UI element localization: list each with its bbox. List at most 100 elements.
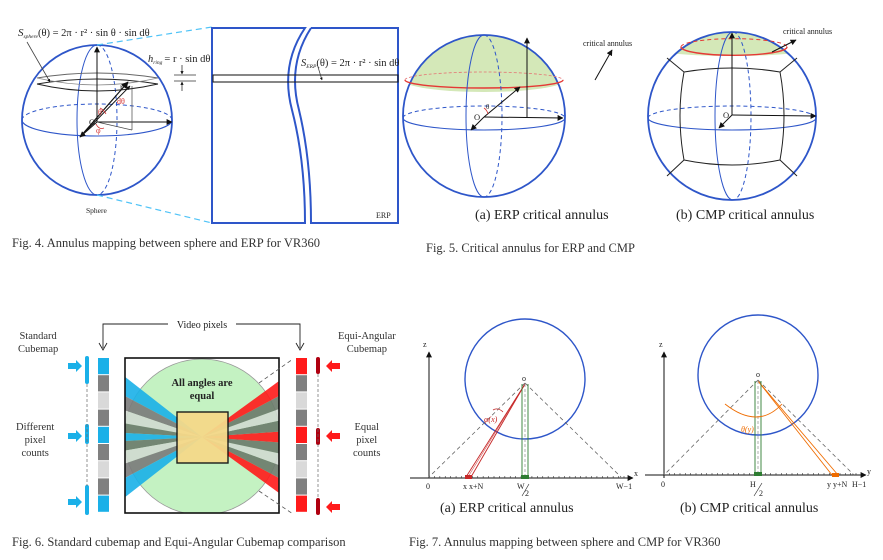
fig5a-origin-label: O bbox=[474, 112, 480, 122]
fig6-standard-pixel-block bbox=[98, 426, 109, 443]
fig7a-subcaption: (a) ERP critical annulus bbox=[440, 501, 574, 516]
fig7a-z-label: z bbox=[423, 340, 427, 349]
fig6-standard-cubemap-label: Standard Cubemap bbox=[18, 330, 58, 356]
label-line: pixel bbox=[356, 435, 378, 446]
fig5b-annulus-label: critical annulus bbox=[783, 27, 832, 36]
fig4-origin-label: O bbox=[89, 117, 95, 127]
fig7b-subcaption: (b) CMP critical annulus bbox=[680, 501, 819, 516]
label-line: counts bbox=[21, 448, 49, 459]
fig6-standard-ray-wedge bbox=[125, 437, 202, 464]
fig6-red-arrow-icon bbox=[326, 360, 340, 372]
fig6-red-arrow-icon bbox=[326, 501, 340, 513]
fig4-dtheta-label: dθ bbox=[117, 97, 125, 106]
fig7b-z-label: z bbox=[659, 340, 663, 349]
label-line: Equi-Angular bbox=[338, 331, 396, 342]
fig7b-diagram bbox=[645, 314, 867, 478]
fig7b-mid-den: 2 bbox=[759, 489, 763, 498]
fig5a-subcaption: (a) ERP critical annulus bbox=[475, 208, 609, 223]
label-line: Equal bbox=[354, 422, 379, 433]
fig6-equiangular-pixel-block bbox=[296, 478, 307, 495]
fig7b-yn-label: y y+N bbox=[827, 480, 848, 489]
label-line: Cubemap bbox=[18, 344, 59, 355]
fig7b-mid-num: H bbox=[750, 480, 756, 489]
fig6-video-pixels-bracket bbox=[98, 318, 305, 351]
fig4-erp-label: ERP bbox=[376, 211, 391, 220]
fig6-blue-arrow-icon bbox=[68, 496, 82, 508]
fig7b-zero-label: 0 bbox=[661, 480, 665, 489]
fig6-standard-pixel-block bbox=[98, 495, 109, 512]
fig6-equiangular-pixel-block bbox=[296, 495, 307, 512]
fig6-equiangular-pixel-block bbox=[296, 392, 307, 409]
fig4-r-label: r bbox=[120, 82, 123, 92]
fig6-standard-ray-wedge bbox=[125, 432, 202, 442]
fig6-equiangular-pixel-block bbox=[296, 409, 307, 426]
fig7a-angle-label: φ(x) bbox=[484, 415, 498, 424]
fig6-blue-arrow-icon bbox=[68, 360, 82, 372]
fig4-erp-formula: SERP(θ) = 2π · r² · sin dθ bbox=[301, 58, 399, 70]
fig5b-sphere bbox=[647, 31, 817, 201]
fig7a-diagram bbox=[410, 318, 634, 481]
fig6-center-diagram bbox=[125, 358, 279, 513]
fig6-standard-pixel-block bbox=[98, 478, 109, 495]
fig7b-origin-label: o bbox=[756, 370, 760, 379]
fig6-standard-pixel-block bbox=[98, 358, 109, 375]
fig6-left-bars bbox=[68, 356, 109, 515]
fig5a-sphere bbox=[402, 34, 613, 198]
fig6-equiangular-pixel-block bbox=[296, 358, 307, 375]
fig6-equiangular-pixel-block bbox=[296, 375, 307, 392]
fig7-caption: Fig. 7. Annulus mapping between sphere a… bbox=[409, 535, 721, 549]
fig6-standard-pixel-block bbox=[98, 392, 109, 409]
fig6-center-text-line1: All angles are bbox=[171, 378, 232, 389]
fig5b-subcaption: (b) CMP critical annulus bbox=[676, 208, 815, 223]
fig6-equiangular-count-bar bbox=[316, 357, 320, 374]
fig6-standard-pixel-block bbox=[98, 409, 109, 426]
fig4-sphere bbox=[21, 26, 213, 224]
fig7a-mid-num: W bbox=[517, 482, 525, 491]
fig6-right-bars bbox=[296, 357, 340, 515]
fig4-erp-rect bbox=[211, 27, 399, 224]
fig7a-xn-label: x x+N bbox=[463, 482, 484, 491]
fig4-theta-label: θ bbox=[98, 108, 102, 117]
fig6-center-text-line2: equal bbox=[190, 391, 215, 402]
fig6-standard-pixel-block bbox=[98, 461, 109, 478]
fig6-different-pixel-counts-label: Different pixel counts bbox=[16, 421, 54, 460]
label-line: Cubemap bbox=[346, 344, 387, 355]
fig5a-annulus-label: critical annulus bbox=[583, 39, 632, 48]
fig6-standard-pixel-block bbox=[98, 375, 109, 392]
fig6-equiangular-pixel-block bbox=[296, 444, 307, 461]
fig6-blue-arrow-icon bbox=[68, 430, 82, 442]
fig7a-end-label: W−1 bbox=[616, 482, 632, 491]
fig5b-origin-label: O bbox=[723, 110, 729, 120]
fig6-standard-count-bar bbox=[85, 485, 89, 515]
fig6-red-arrow-icon bbox=[326, 430, 340, 442]
fig7a-mid-den: 2 bbox=[525, 489, 529, 498]
fig6-standard-count-bar bbox=[85, 356, 89, 384]
fig7a-zero-label: 0 bbox=[426, 482, 430, 491]
fig6-equiangular-pixel-block bbox=[296, 426, 307, 443]
fig7a-x-label: x bbox=[634, 469, 638, 478]
fig4-caption: Fig. 4. Annulus mapping between sphere a… bbox=[12, 236, 320, 250]
label-line: Different bbox=[16, 422, 55, 433]
fig6-equiangular-ray-wedge bbox=[202, 431, 279, 443]
fig7b-angle-label: θ(y) bbox=[741, 425, 754, 434]
label-line: pixel bbox=[24, 435, 46, 446]
fig4-sphere-formula: Ssphere(θ) = 2π · r² · sin θ · sin dθ bbox=[18, 27, 150, 40]
fig7a-origin-label: o bbox=[522, 374, 526, 383]
fig4-sphere-label: Sphere bbox=[86, 206, 107, 215]
fig6-equiangular-pixel-block bbox=[296, 461, 307, 478]
fig7b-y-label: y bbox=[867, 467, 871, 476]
fig6-equiangular-count-bar bbox=[316, 498, 320, 515]
label-line: counts bbox=[353, 448, 381, 459]
fig5a-theta-label: θ bbox=[486, 103, 490, 111]
fig6-video-pixels-label: Video pixels bbox=[177, 320, 227, 331]
fig4-phi-label: φ bbox=[96, 126, 101, 135]
fig6-caption: Fig. 6. Standard cubemap and Equi-Angula… bbox=[12, 535, 346, 549]
fig6-equi-angular-cubemap-label: Equi-Angular Cubemap bbox=[338, 330, 396, 356]
fig6-equal-pixel-counts-label: Equal pixel counts bbox=[353, 421, 380, 460]
fig7b-end-label: H−1 bbox=[852, 480, 866, 489]
fig5-caption: Fig. 5. Critical annulus for ERP and CMP bbox=[426, 241, 635, 255]
label-line: Standard bbox=[19, 331, 57, 342]
fig4-ring-formula: hring= r · sin dθ bbox=[148, 54, 210, 66]
fig6-standard-pixel-block bbox=[98, 444, 109, 461]
